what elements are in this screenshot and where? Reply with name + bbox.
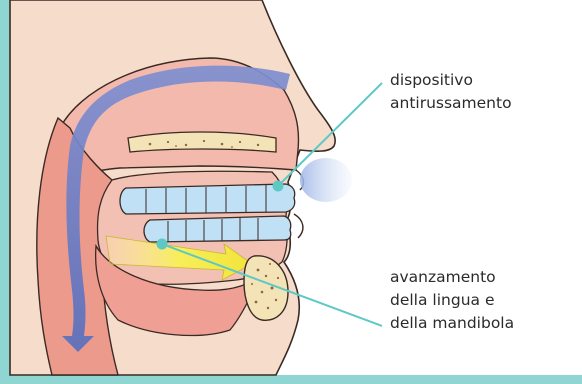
frame-left-bar <box>0 0 10 384</box>
label-tongue-jaw-advancement: avanzamento della lingua e della mandibo… <box>390 266 514 335</box>
breath-cloud <box>300 158 352 202</box>
advancement-leader-dot <box>157 239 168 250</box>
label-advancement-line3: della mandibola <box>390 312 514 335</box>
device-lower <box>144 216 291 242</box>
label-device-line1: dispositivo <box>390 69 512 92</box>
label-device-line2: antirussamento <box>390 92 512 115</box>
label-advancement-line1: avanzamento <box>390 266 514 289</box>
palate-bone <box>128 132 276 152</box>
device-leader-dot <box>273 181 284 192</box>
label-anti-snoring-device: dispositivo antirussamento <box>390 69 512 115</box>
label-advancement-line2: della lingua e <box>390 289 514 312</box>
frame-bottom-bar <box>10 375 582 384</box>
